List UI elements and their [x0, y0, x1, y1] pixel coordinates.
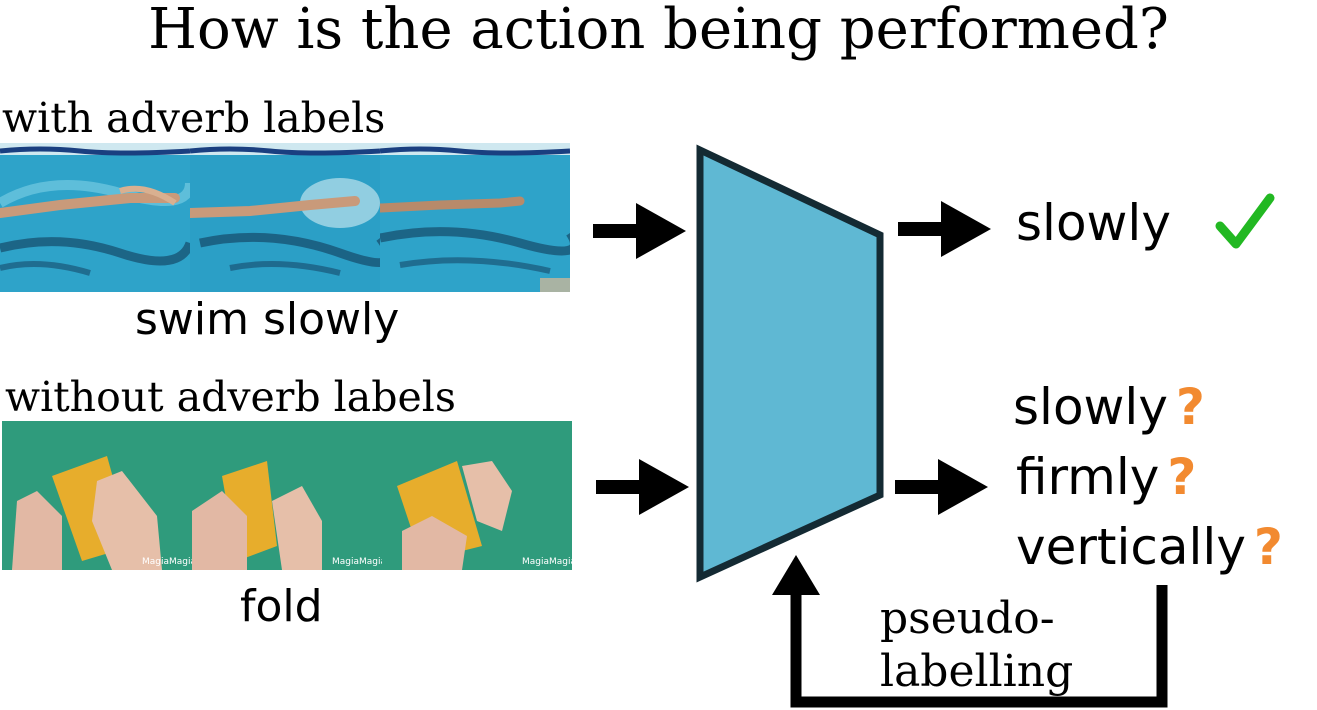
candidate-output-2: firmly?	[1016, 452, 1196, 502]
arrow-right-icon	[593, 203, 686, 259]
labeled-section-header: with adverb labels	[2, 94, 386, 142]
labeled-output: slowly	[1016, 194, 1171, 252]
pseudo-labelling-label-line2: labelling	[880, 646, 1074, 697]
candidate-label: firmly	[1016, 448, 1160, 506]
swim-frame-3	[380, 143, 570, 292]
arrow-right-icon	[895, 459, 988, 515]
watermark-text-3: MagiaMagia	[522, 557, 572, 567]
page-title: How is the action being performed?	[148, 0, 1169, 62]
fold-frame-1: MagiaMagia	[2, 421, 192, 570]
candidate-label: vertically	[1016, 518, 1246, 576]
candidate-output-1: slowly?	[1013, 382, 1205, 432]
pseudo-labelling-label-line1: pseudo-	[880, 593, 1055, 644]
arrow-right-icon	[596, 459, 689, 515]
model-block	[696, 144, 884, 583]
swim-frame-1	[0, 143, 190, 292]
question-icon: ?	[1253, 518, 1283, 576]
fold-frame-3: MagiaMagia	[382, 421, 572, 570]
arrow-right-icon	[898, 201, 991, 257]
check-icon	[1215, 193, 1275, 249]
candidate-label: slowly	[1013, 378, 1168, 436]
watermark-text-2: MagiaMagia	[332, 557, 382, 567]
candidate-output-3: vertically?	[1016, 522, 1283, 572]
unlabeled-section-header: without adverb labels	[5, 373, 456, 421]
swim-video-frames	[0, 143, 570, 292]
swim-frame-2	[190, 143, 380, 292]
fold-video-frames: MagiaMagia MagiaMagia MagiaMagia	[2, 421, 572, 570]
fold-caption: fold	[240, 581, 323, 632]
fold-frame-2: MagiaMagia	[192, 421, 382, 570]
pseudo-labelling-loop	[772, 555, 1168, 708]
question-icon: ?	[1167, 448, 1197, 506]
arrow-up-icon	[772, 555, 820, 595]
swim-caption: swim slowly	[135, 294, 400, 345]
question-icon: ?	[1175, 378, 1205, 436]
watermark-text-1: MagiaMagia	[142, 557, 192, 567]
